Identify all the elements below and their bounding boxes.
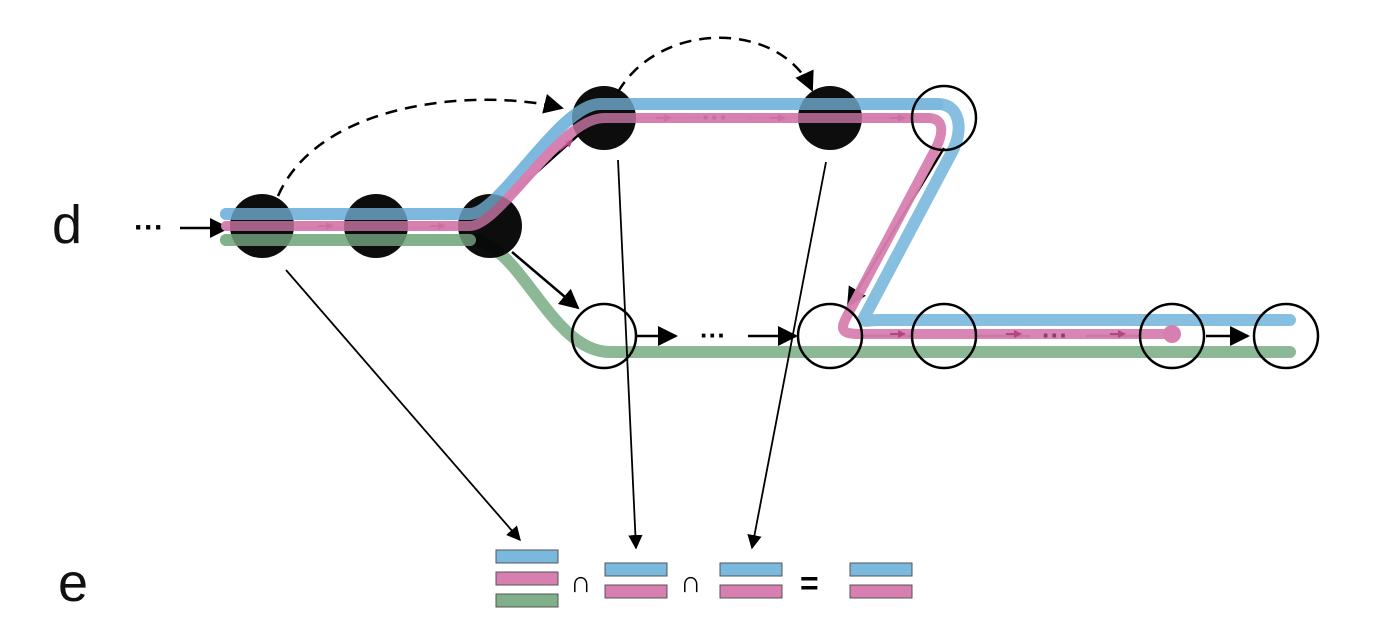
node-outline [910,302,978,370]
set-1 [495,549,559,608]
visited-nodes [230,86,862,258]
result-set [849,562,913,599]
node-outline [1138,302,1206,370]
pink-path-end [1163,325,1181,343]
mapping-arrows [285,159,827,550]
intersect-symbol: ∩ [570,566,592,599]
node-outline [796,302,864,370]
set-equation: ∩ ∩ = [495,549,913,608]
equals-symbol: = [800,565,819,601]
node-outline [910,84,978,152]
dashed-arcs [276,36,814,197]
lower-row-ellipsis-left: ··· [700,320,726,350]
set-3 [719,562,783,599]
unvisited-nodes [570,84,1320,370]
entry-ellipsis: ··· [134,211,164,244]
node-outline [1252,302,1320,370]
intersect-symbol: ∩ [680,566,702,599]
lower-row-ellipsis-right: ··· [1042,320,1068,350]
set-2 [604,562,668,599]
panel-label-d: d [52,195,83,255]
entry-arrow: ··· [134,211,230,244]
node-outline [570,302,638,370]
panel-label-e: e [58,553,89,613]
